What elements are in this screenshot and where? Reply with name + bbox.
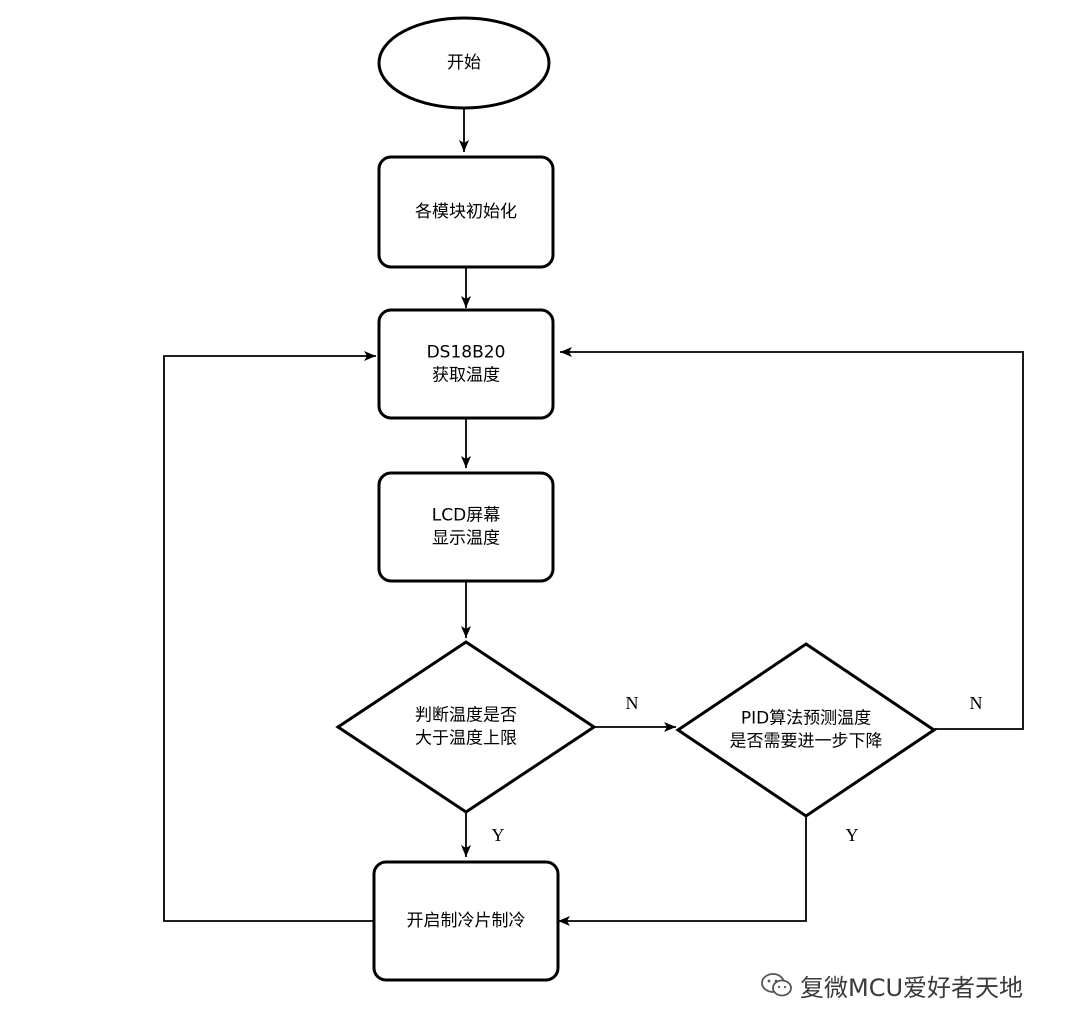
node-start: 开始 (377, 16, 551, 110)
node-lcd_display-label-line: 显示温度 (432, 529, 500, 549)
node-lcd_display-shape (377, 471, 555, 583)
edge-cooling-to-read_temp (163, 351, 376, 922)
edge-label-pid_predict-to-read_temp: N (970, 693, 983, 713)
node-pid_predict-shape (675, 642, 937, 818)
node-check_upper-label-line: 大于温度上限 (415, 729, 517, 749)
watermark-text: 复微MCU爱好者天地 (800, 973, 1024, 1002)
edge-label-check_upper-to-cooling: Y (492, 825, 505, 845)
node-start-label-line: 开始 (447, 53, 481, 73)
node-init-label-line: 各模块初始化 (415, 202, 517, 222)
node-init-shape (377, 155, 555, 269)
wechat-icon (760, 971, 794, 999)
node-check_upper-shape (335, 640, 597, 814)
edges-layer (163, 108, 1024, 926)
edge-label-check_upper-to-pid_predict: N (626, 693, 639, 713)
node-cooling-shape (372, 860, 560, 982)
node-lcd_display-label-line: LCD屏幕 (432, 506, 500, 526)
node-cooling-label-line: 开启制冷片制冷 (407, 911, 526, 931)
edge-label-pid_predict-to-cooling: Y (846, 825, 859, 845)
node-read_temp: DS18B20 获取温度 (377, 308, 555, 420)
node-pid_predict-label-line: 是否需要进一步下降 (730, 732, 883, 752)
edge-labels-layer: N N Y Y (492, 693, 983, 845)
watermark: 复微MCU爱好者天地 (760, 965, 1023, 1005)
edge-pid_predict-to-cooling (558, 816, 807, 926)
node-init: 各模块初始化 (377, 155, 555, 269)
node-read_temp-label-line: 获取温度 (432, 366, 500, 386)
edge-pid_predict-to-read_temp (560, 347, 1024, 730)
node-cooling: 开启制冷片制冷 (372, 860, 560, 982)
node-read_temp-label-line: DS18B20 (427, 343, 506, 363)
node-pid_predict-label-line: PID算法预测温度 (741, 709, 871, 729)
node-check_upper-label-line: 判断温度是否 (415, 706, 517, 726)
node-start-shape (377, 16, 551, 110)
node-read_temp-shape (377, 308, 555, 420)
